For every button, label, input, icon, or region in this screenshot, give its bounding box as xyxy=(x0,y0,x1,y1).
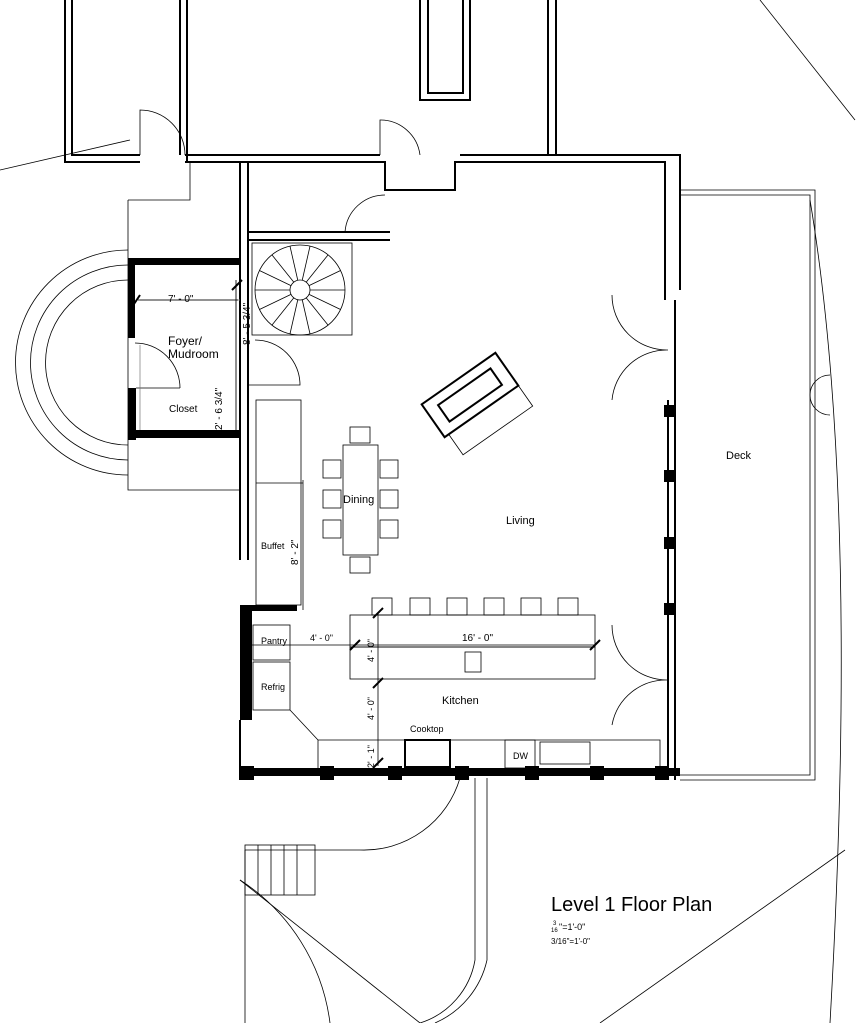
label-dw: DW xyxy=(513,751,528,761)
labels: 7' - 0" Foyer/ Mudroom Closet 8' - 5 3/4… xyxy=(168,294,752,946)
stair-tread xyxy=(305,297,329,326)
column xyxy=(664,470,676,482)
column xyxy=(320,766,334,780)
dining-chair xyxy=(322,489,342,509)
spiral-stair xyxy=(251,242,353,336)
dining-chair xyxy=(322,519,342,539)
main-walls xyxy=(239,290,680,780)
upper-structure xyxy=(64,0,681,290)
column xyxy=(590,766,604,780)
column xyxy=(664,405,676,417)
room-foyer-mudroom: Mudroom xyxy=(168,347,219,361)
column xyxy=(664,537,676,549)
bar-stool xyxy=(557,597,579,616)
dim-aisle: 4' - 0" xyxy=(366,697,376,720)
dim-foyer-depth: 8' - 5 3/4" xyxy=(242,302,253,345)
dim-pantry-gap: 4' - 0" xyxy=(310,633,333,643)
scale-text: "=1'-0" xyxy=(559,922,585,932)
stair-tread xyxy=(271,297,295,326)
stair-tread xyxy=(301,246,311,281)
dining-table xyxy=(322,426,399,574)
stair-tread xyxy=(305,254,329,283)
dimension-lines xyxy=(129,279,601,769)
dining-chair xyxy=(349,426,371,444)
column xyxy=(455,766,469,780)
kitchen xyxy=(252,597,661,769)
scale-full: 3/16"=1'-0" xyxy=(551,937,590,946)
room-closet: Closet xyxy=(169,404,198,415)
stair-tread xyxy=(259,270,292,287)
room-foyer: Foyer/ xyxy=(168,334,203,348)
buffet xyxy=(255,399,302,606)
dim-buffet: 8' - 2" xyxy=(290,539,301,565)
stair-tread xyxy=(289,299,299,334)
dim-foyer-width: 7' - 0" xyxy=(168,294,194,305)
bar-stool xyxy=(371,597,393,616)
dim-counter: 2' - 1" xyxy=(366,745,376,768)
plan-title: Level 1 Floor Plan xyxy=(551,894,712,916)
deck xyxy=(680,189,831,781)
column xyxy=(240,766,254,780)
dining-chair xyxy=(379,459,399,479)
bar-stool xyxy=(409,597,431,616)
foyer-walls xyxy=(128,162,301,560)
column xyxy=(525,766,539,780)
exterior-stair xyxy=(239,777,488,1023)
column xyxy=(655,766,669,780)
column xyxy=(388,766,402,780)
living-table xyxy=(420,351,534,456)
dim-island-width: 4' - 0" xyxy=(366,639,376,662)
bar-stool xyxy=(520,597,542,616)
bar-stool xyxy=(483,597,505,616)
dining-chair xyxy=(379,519,399,539)
dim-closet-depth: 2' - 6 3/4" xyxy=(214,387,225,430)
scale-num: 3 xyxy=(553,921,557,927)
bar-stool xyxy=(446,597,468,616)
dining-chair xyxy=(379,489,399,509)
dining-chair xyxy=(349,556,371,574)
room-living: Living xyxy=(506,515,535,527)
stair-tread xyxy=(301,299,311,334)
room-pantry: Pantry xyxy=(261,636,288,646)
room-buffet: Buffet xyxy=(261,541,285,551)
stair-tread xyxy=(308,293,341,310)
room-dining: Dining xyxy=(343,494,374,506)
dining-chair xyxy=(322,459,342,479)
entry-steps xyxy=(15,162,240,491)
stair-tread xyxy=(289,246,299,281)
scale-den: 16 xyxy=(551,928,558,934)
room-refrig: Refrig xyxy=(261,682,285,692)
stair-tread xyxy=(308,270,341,287)
dim-island-length: 16' - 0" xyxy=(462,633,493,644)
room-deck: Deck xyxy=(726,450,752,462)
stair-tread xyxy=(271,254,295,283)
room-kitchen: Kitchen xyxy=(442,695,479,707)
label-cooktop: Cooktop xyxy=(410,724,444,734)
stair-tread xyxy=(259,293,292,310)
column xyxy=(664,603,676,615)
